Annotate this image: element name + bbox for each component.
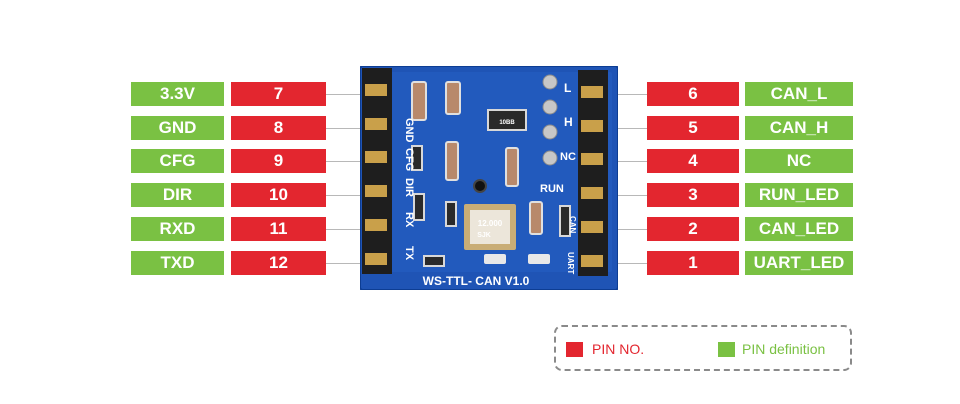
leader-line (326, 94, 370, 95)
leader-line (326, 161, 370, 162)
capacitor (445, 81, 461, 115)
pin-name-label: RXD (131, 217, 224, 241)
led (484, 254, 506, 264)
pin-name-label: DIR (131, 183, 224, 207)
capacitor (445, 141, 459, 181)
silk-label-h: H (564, 115, 573, 129)
pin-number-label: 3 (647, 183, 739, 207)
test-pad (542, 150, 558, 166)
pin-number-label: 5 (647, 116, 739, 140)
silk-label-run: RUN (540, 183, 564, 195)
leader-line (326, 263, 370, 264)
silk-label-nc: NC (560, 151, 576, 163)
leader-line (606, 263, 647, 264)
sot-chip (487, 109, 527, 131)
pin-number-label: 1 (647, 251, 739, 275)
pin-number-label: 7 (231, 82, 326, 106)
legend: PIN NO. PIN definition (554, 325, 852, 371)
led (528, 254, 550, 264)
test-pad (542, 124, 558, 140)
pin-name-label: UART_LED (745, 251, 853, 275)
pin-name-label: 3.3V (131, 82, 224, 106)
legend-label-pin-no: PIN NO. (592, 341, 645, 357)
left-pin-header (362, 68, 392, 274)
leader-line (326, 195, 370, 196)
legend-label-pin-definition: PIN definition (742, 341, 826, 357)
leader-line (326, 128, 370, 129)
pin-number-label: 12 (231, 251, 326, 275)
silk-label-tx: TX (403, 246, 415, 261)
crystal-frequency: 12.000 (478, 219, 503, 228)
pin-name-label: CAN_H (745, 116, 853, 140)
right-pin-header (578, 70, 608, 276)
capacitor (411, 81, 427, 121)
crystal-mark: SJK (477, 232, 491, 239)
leader-line (606, 229, 647, 230)
pin-name-label: RUN_LED (745, 183, 853, 207)
resistor (423, 255, 445, 267)
pcb-shine (366, 72, 612, 272)
legend-swatch-pin-definition (718, 342, 735, 357)
pin-number-label: 9 (231, 149, 326, 173)
pin-name-label: CAN_L (745, 82, 853, 106)
pin-name-label: NC (745, 149, 853, 173)
pin-name-label: CFG (131, 149, 224, 173)
resistor (559, 205, 571, 237)
leader-line (326, 229, 370, 230)
pin-name-label: TXD (131, 251, 224, 275)
pin-name-label: CAN_LED (745, 217, 853, 241)
pcb-substrate (360, 66, 618, 290)
leader-line (606, 128, 647, 129)
silk-label-gnd: GND (403, 118, 415, 143)
legend-swatch-pin-no (566, 342, 583, 357)
pin-number-label: 10 (231, 183, 326, 207)
test-pad (542, 99, 558, 115)
leader-line (606, 161, 647, 162)
pin-number-label: 11 (231, 217, 326, 241)
pin-name-label: GND (131, 116, 224, 140)
chip-marking: 10BB (499, 120, 515, 126)
leader-line (606, 195, 647, 196)
silk-label-rx: RX (403, 212, 415, 228)
test-pad (542, 74, 558, 90)
pin-number-label: 2 (647, 217, 739, 241)
silk-label-uart: UART (566, 252, 575, 274)
resistor (445, 201, 457, 227)
pin-number-label: 6 (647, 82, 739, 106)
silk-label-dir: DIR (403, 178, 415, 197)
leader-line (606, 94, 647, 95)
resistor (413, 193, 425, 221)
resistor (411, 145, 423, 171)
mounting-hole (473, 179, 487, 193)
ttl-can-board: 10BB 12.000 SJK GND CFG DIR RX TX L H NC… (360, 66, 618, 290)
capacitor (505, 147, 519, 187)
silk-label-can: CAN (568, 216, 577, 234)
silk-label-l: L (564, 81, 571, 95)
pin-number-label: 8 (231, 116, 326, 140)
pin-number-label: 4 (647, 149, 739, 173)
silk-label-cfg: CFG (403, 148, 415, 171)
capacitor (529, 201, 543, 235)
crystal-oscillator: 12.000 SJK (464, 204, 516, 250)
board-title: WS-TTL- CAN V1.0 (423, 274, 530, 288)
